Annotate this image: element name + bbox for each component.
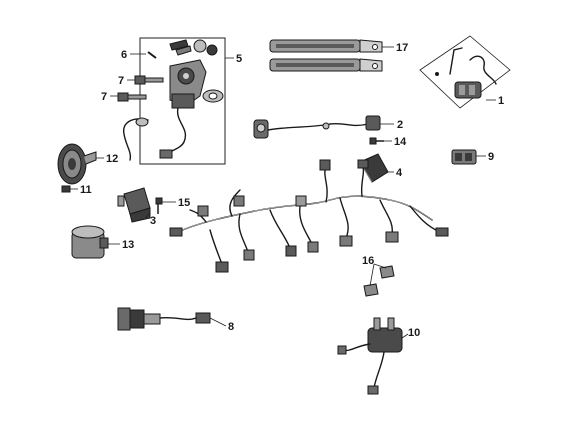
callout-6: 6 xyxy=(121,49,127,61)
callout-10: 10 xyxy=(408,327,420,339)
connector-9 xyxy=(451,149,477,165)
callout-1: 1 xyxy=(498,95,504,107)
main-wire-harness xyxy=(169,159,449,273)
sensor-cable xyxy=(253,115,381,139)
callout-5: 5 xyxy=(236,53,242,65)
callout-4: 4 xyxy=(396,167,403,179)
callout-16: 16 xyxy=(362,255,374,267)
flasher-relay xyxy=(117,187,151,223)
relay-kit xyxy=(419,35,511,109)
ignition-switch-body xyxy=(159,59,207,159)
terminal-cap-lower xyxy=(363,283,379,297)
callout-15: 15 xyxy=(178,197,190,209)
starter-relay xyxy=(337,317,403,395)
callout-12: 12 xyxy=(106,153,118,165)
lock-collar xyxy=(202,89,224,103)
callout-7-lower: 7 xyxy=(101,91,107,103)
terminal-cap-upper xyxy=(379,265,395,279)
callout-14: 14 xyxy=(394,136,407,148)
horn-bolt xyxy=(61,185,71,193)
callout-9: 9 xyxy=(488,151,494,163)
seat-lock-cable xyxy=(123,118,149,161)
small-screw-15 xyxy=(155,197,163,214)
leader-lines xyxy=(70,46,496,339)
callout-17: 17 xyxy=(396,42,408,54)
power-socket-cable xyxy=(117,307,211,331)
callout-11: 11 xyxy=(80,184,92,196)
horn xyxy=(57,143,97,185)
bolt-lower xyxy=(117,92,147,102)
callout-8: 8 xyxy=(228,321,234,333)
bolt-upper xyxy=(134,75,164,85)
rubber-strap-lower xyxy=(269,58,383,72)
callout-2: 2 xyxy=(397,119,403,131)
rubber-strap-upper xyxy=(269,39,383,53)
callout-7-upper: 7 xyxy=(118,75,124,87)
key-set xyxy=(169,39,218,56)
callout-13: 13 xyxy=(122,239,134,251)
ignition-switch-assembly xyxy=(117,37,226,165)
small-screw-14 xyxy=(369,137,384,145)
callout-3: 3 xyxy=(150,215,156,227)
buzzer-unit xyxy=(71,225,109,259)
